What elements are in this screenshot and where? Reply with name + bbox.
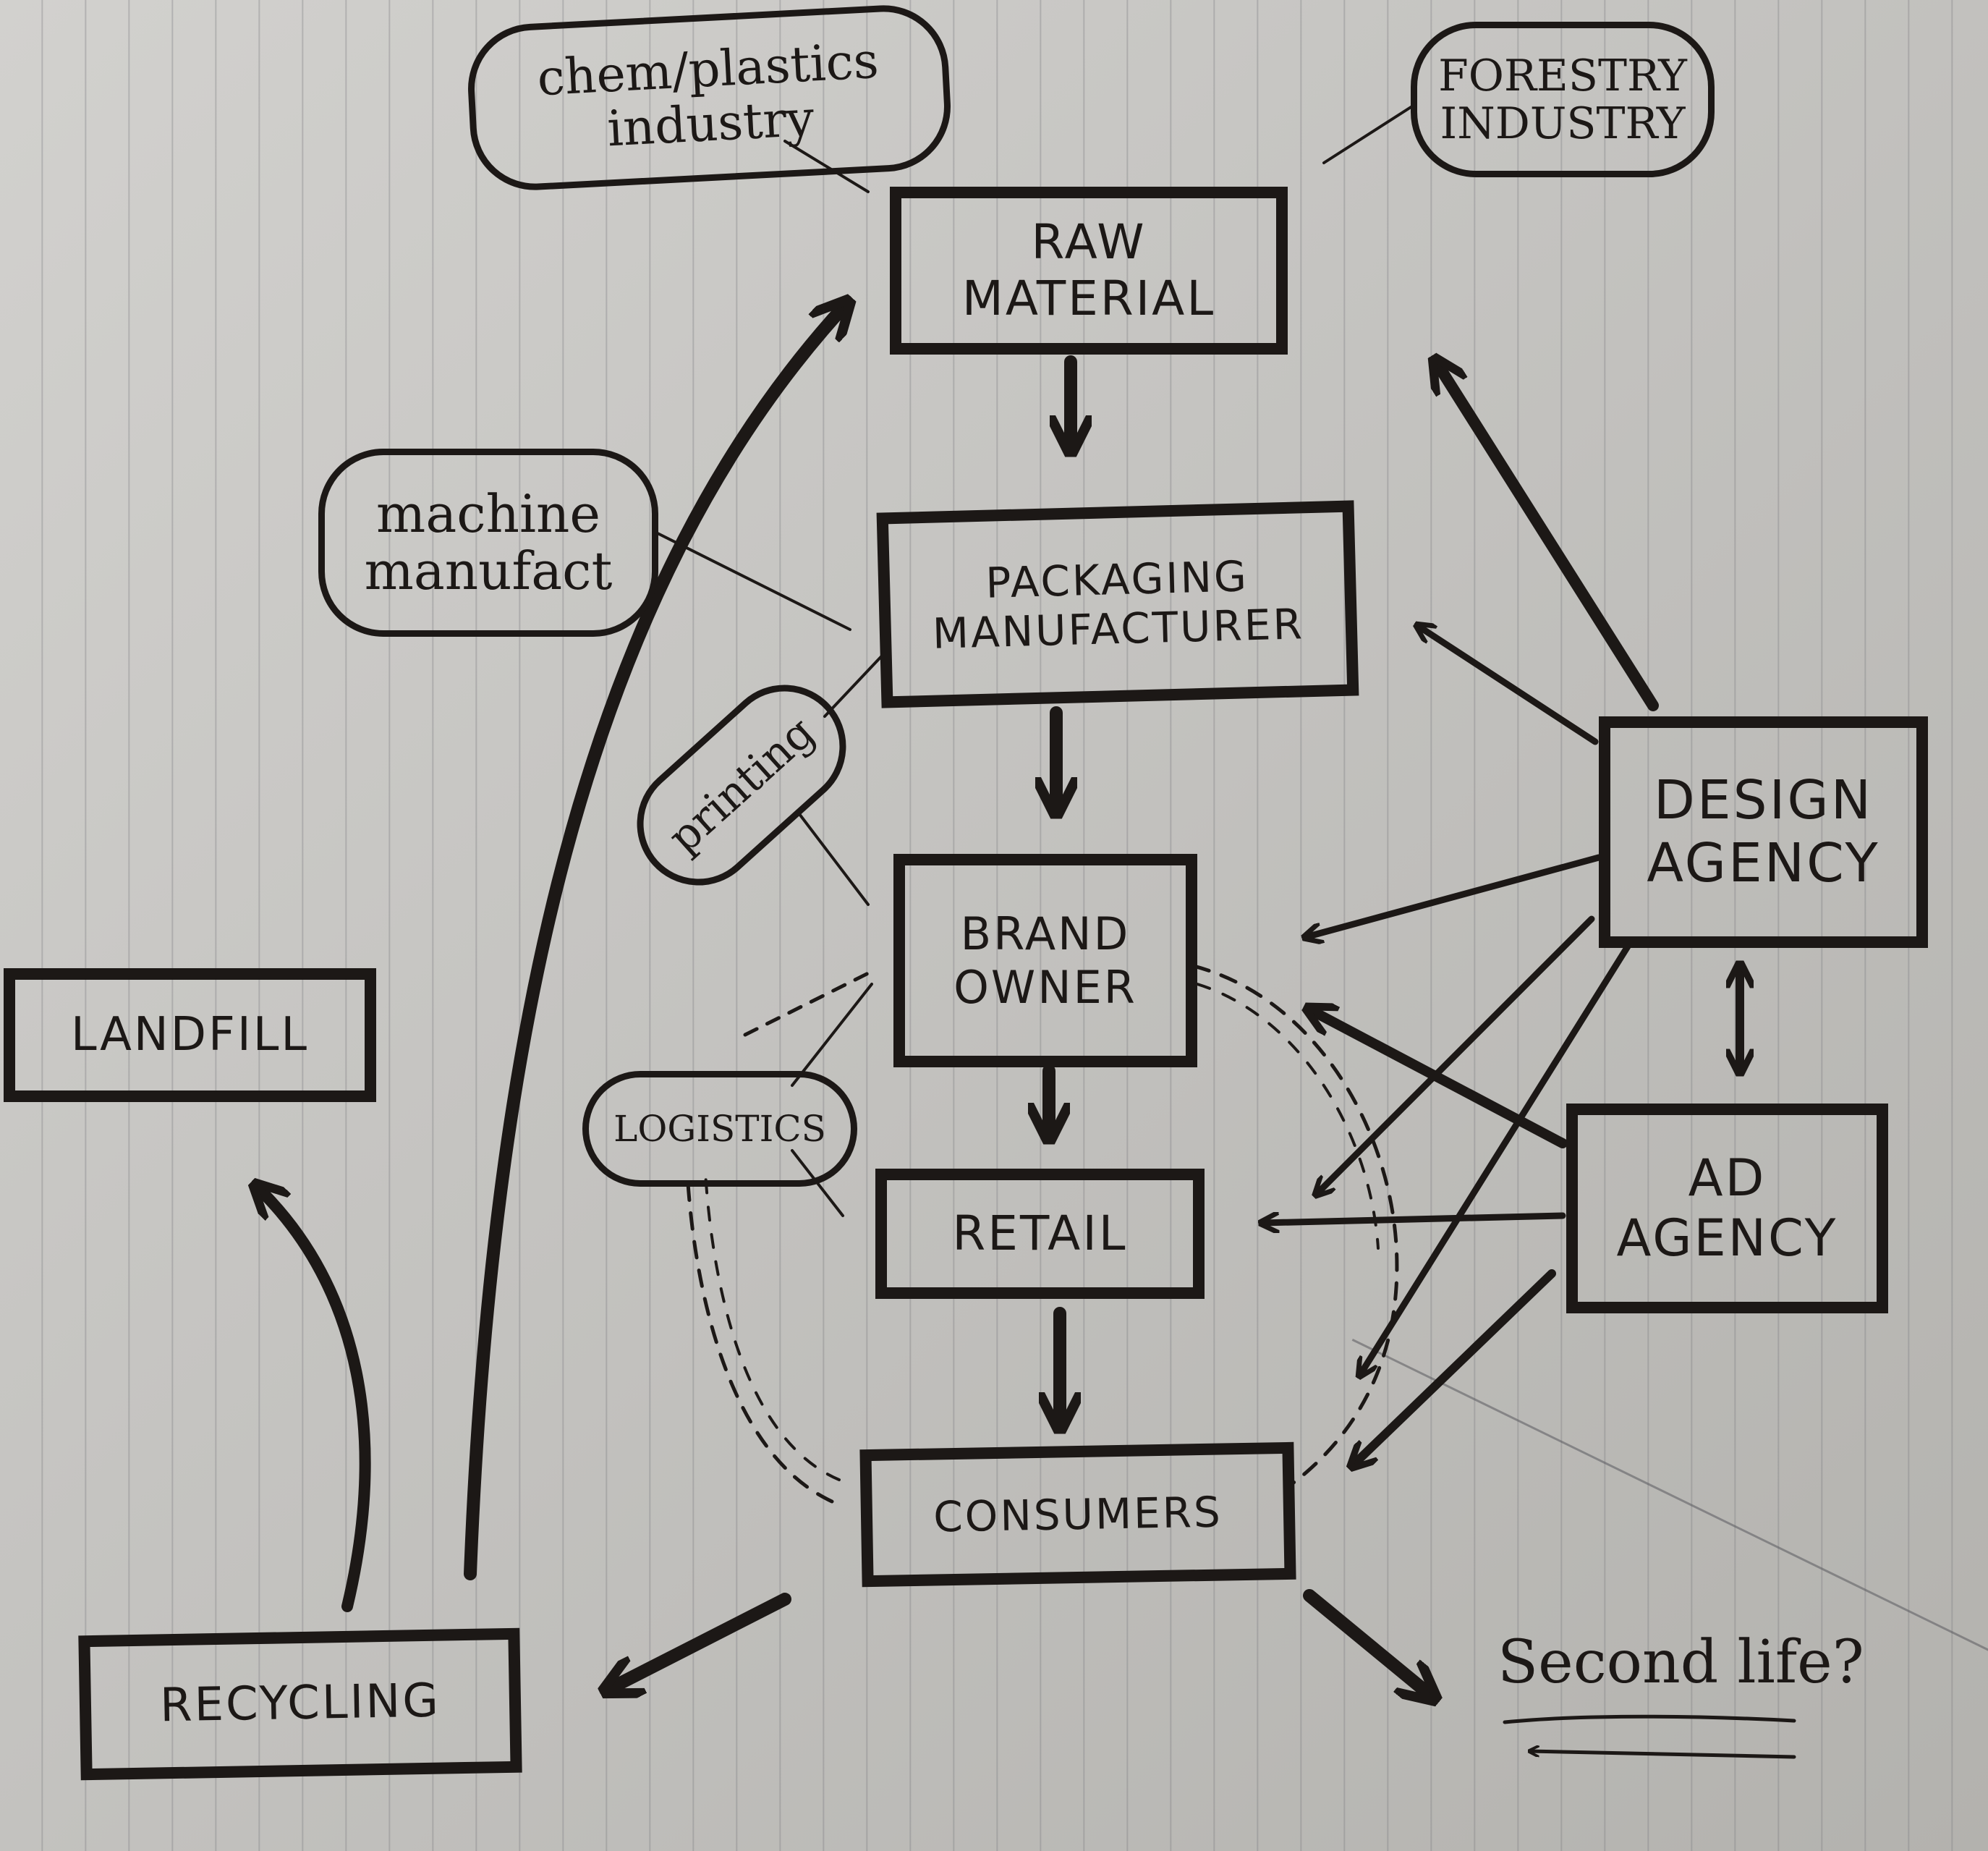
tether-chem xyxy=(783,140,870,193)
dashed-return-loop xyxy=(685,964,1399,1504)
machine-manufact-bubble: machine manufact xyxy=(318,449,658,637)
forestry-bubble: FORESTRY INDUSTRY xyxy=(1411,22,1715,177)
arrow-design-to-consumers xyxy=(1360,937,1635,1375)
arrow-design-to-brand xyxy=(1306,854,1602,937)
arrow-ad-to-brand xyxy=(1309,1009,1568,1148)
tether-printing-brand xyxy=(798,813,870,906)
recycling-box: RECYCLING xyxy=(78,1627,522,1781)
second-life-note: Second life? xyxy=(1498,1628,1864,1697)
chem-plastics-bubble: chem/plastics industry xyxy=(464,1,954,194)
tether-logistics-brand xyxy=(791,983,873,1087)
logistics-bubble: LOGISTICS xyxy=(582,1071,857,1187)
arrow-ad-to-retail xyxy=(1262,1216,1566,1223)
arrow-design-to-raw xyxy=(1436,362,1659,711)
arrow-ad-to-consumers xyxy=(1353,1269,1556,1465)
second-life-double-underline xyxy=(1530,1751,1796,1759)
arrow-design-to-retail xyxy=(1317,915,1595,1194)
brand-owner-box: BRAND OWNER xyxy=(893,854,1197,1067)
consumers-box: CONSUMERS xyxy=(859,1441,1296,1588)
arrow-recycling-to-landfill xyxy=(257,1187,371,1612)
tether-printing-packaging xyxy=(823,650,888,718)
dashed-brand-logistics xyxy=(743,971,870,1037)
arrow-design-to-packaging xyxy=(1418,626,1599,745)
landfill-box: LANDFILL xyxy=(4,968,376,1102)
ad-agency-box: AD AGENCY xyxy=(1566,1104,1888,1313)
arrow-recycling-to-raw-material xyxy=(464,304,846,1580)
arrow-consumers-to-recycling xyxy=(608,1593,791,1690)
design-agency-box: DESIGN AGENCY xyxy=(1599,716,1928,948)
tether-machine xyxy=(653,530,851,631)
raw-material-box: RAW MATERIAL xyxy=(890,187,1288,355)
arrow-consumers-to-second-life xyxy=(1303,1589,1432,1697)
packaging-manufacturer-box: PACKAGING MANUFACTURER xyxy=(876,500,1359,708)
dashed-return-loop-inner xyxy=(704,983,1380,1481)
retail-box: RETAIL xyxy=(875,1169,1205,1299)
second-life-underline xyxy=(1503,1714,1796,1724)
tether-forestry xyxy=(1322,103,1416,164)
